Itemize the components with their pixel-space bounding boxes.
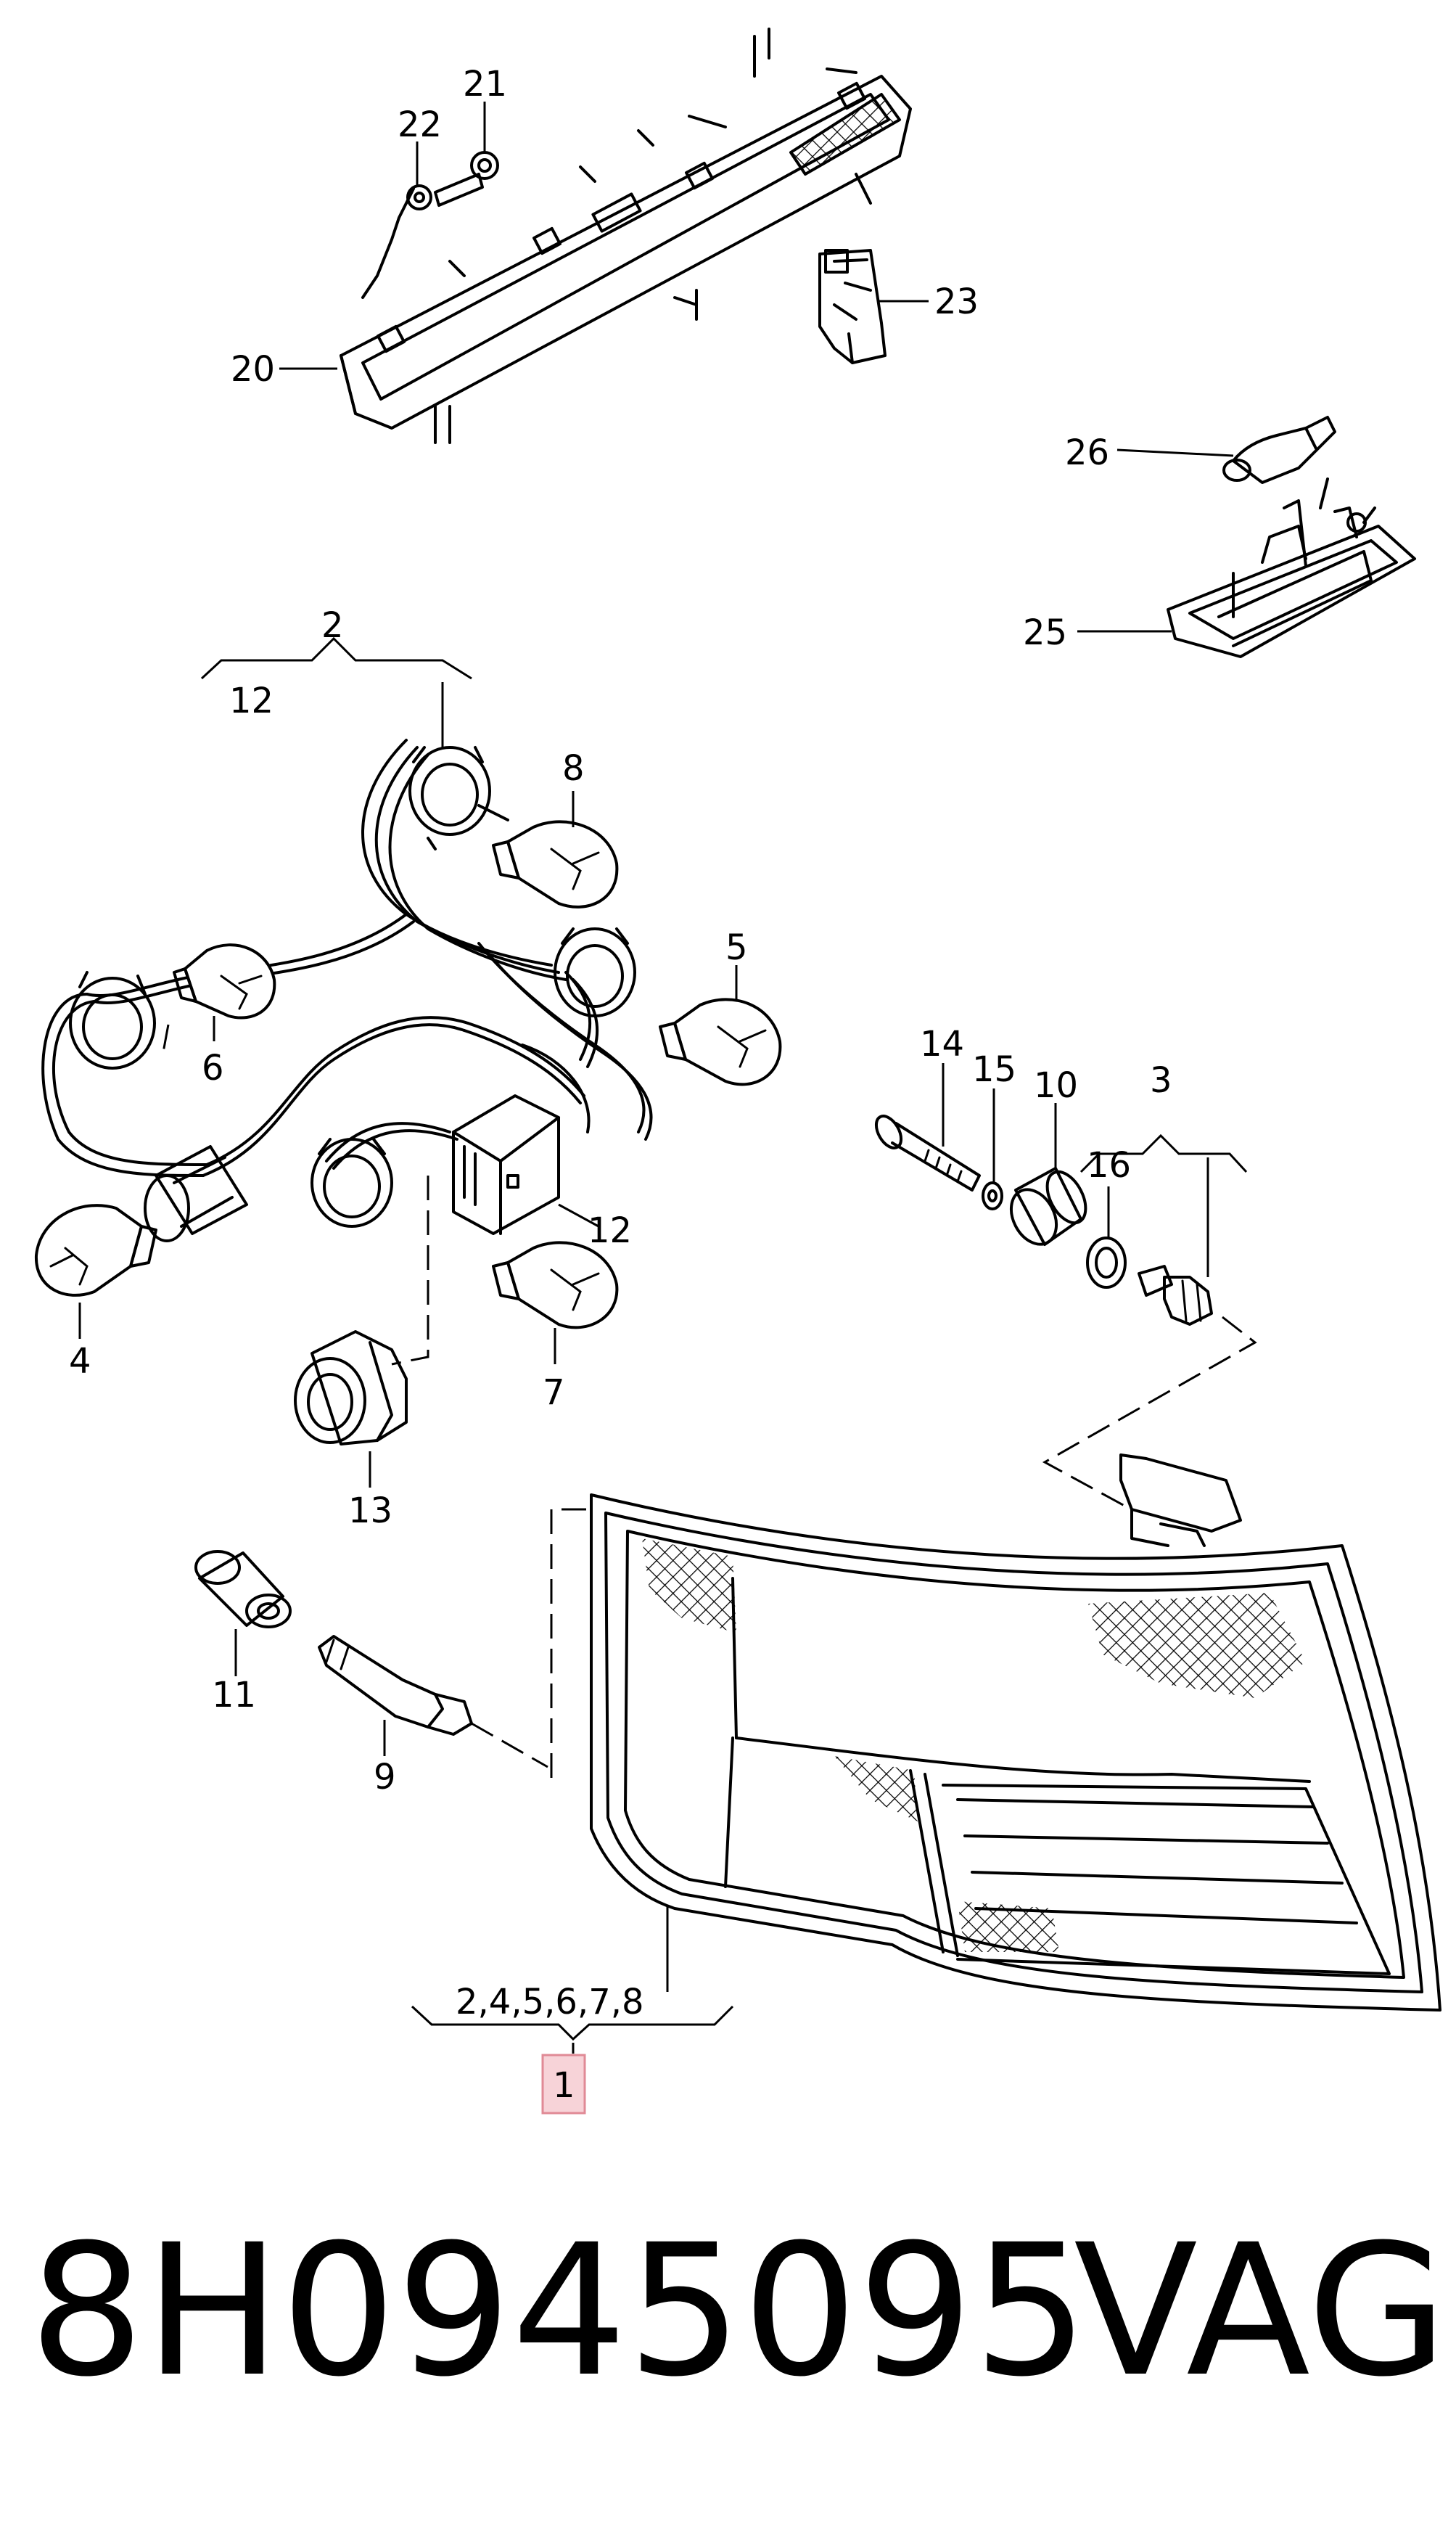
socket-lower xyxy=(310,1138,393,1228)
part-1-highlight xyxy=(541,2054,586,2115)
wiring-harness xyxy=(41,739,653,1177)
bulb-7 xyxy=(492,1241,619,1329)
socket-top xyxy=(408,746,509,850)
license-plate-light xyxy=(1167,477,1416,658)
bulb-8 xyxy=(492,820,619,909)
nut-11 xyxy=(194,1550,292,1628)
part-number: 8H0945095 xyxy=(29,2205,1089,2416)
socket-left xyxy=(69,971,156,1070)
dashed-assembly-lines xyxy=(162,1024,1257,1778)
callout-15: 15 xyxy=(972,1049,1016,1090)
callout-1: 1 xyxy=(553,2065,575,2106)
callout-20: 20 xyxy=(231,349,275,390)
callout-21: 21 xyxy=(463,64,507,104)
callout-12-top: 12 xyxy=(229,681,273,721)
callout-9: 9 xyxy=(374,1757,396,1797)
brand-name: VAG xyxy=(1074,2205,1448,2416)
callout-labels: 20 21 22 23 25 26 2 12 8 5 6 4 12 7 13 1… xyxy=(69,64,1172,2106)
bulb-4 xyxy=(34,1204,157,1297)
callout-7: 7 xyxy=(543,1372,565,1413)
leader-lines xyxy=(78,102,1248,2054)
callout-25: 25 xyxy=(1023,612,1067,653)
socket-grey xyxy=(144,1145,248,1242)
bulb-sockets xyxy=(69,746,636,1242)
socket-middle-right xyxy=(554,927,636,1017)
callout-3: 3 xyxy=(1150,1060,1172,1101)
grommet-13 xyxy=(294,1330,408,1446)
callout-22: 22 xyxy=(398,104,442,145)
harness-connector xyxy=(452,1094,560,1235)
fastener-set xyxy=(874,1115,1213,1326)
callout-12-lower: 12 xyxy=(588,1210,632,1251)
spacer-10 xyxy=(1009,1167,1087,1246)
oring-16 xyxy=(1086,1237,1127,1289)
brake-light-housing xyxy=(340,28,912,444)
callout-2-4-5-6-7-8: 2,4,5,6,7,8 xyxy=(456,1982,644,2022)
festoon-bulb xyxy=(1222,416,1336,484)
bulb-6 xyxy=(173,943,276,1020)
bulbs xyxy=(34,820,782,1329)
bolt-14 xyxy=(874,1115,981,1192)
callout-14: 14 xyxy=(920,1024,964,1065)
tail-lamp-assembly xyxy=(590,1453,1441,2012)
stud-9 xyxy=(318,1635,473,1736)
callout-11: 11 xyxy=(212,1675,256,1715)
callout-26: 26 xyxy=(1065,432,1109,473)
callout-13: 13 xyxy=(348,1490,392,1531)
callout-10: 10 xyxy=(1034,1065,1078,1106)
brake-light-connector xyxy=(818,249,887,364)
callout-5: 5 xyxy=(725,927,748,968)
stud-3 xyxy=(1138,1265,1213,1326)
screw-and-washer xyxy=(406,151,499,210)
callout-8: 8 xyxy=(562,748,585,789)
washer-15 xyxy=(982,1181,1003,1210)
callout-6: 6 xyxy=(202,1048,224,1088)
callout-2: 2 xyxy=(321,605,344,646)
callout-4: 4 xyxy=(69,1341,91,1382)
bulb-5 xyxy=(659,998,782,1086)
callout-23: 23 xyxy=(934,282,979,322)
callout-16: 16 xyxy=(1087,1145,1131,1186)
